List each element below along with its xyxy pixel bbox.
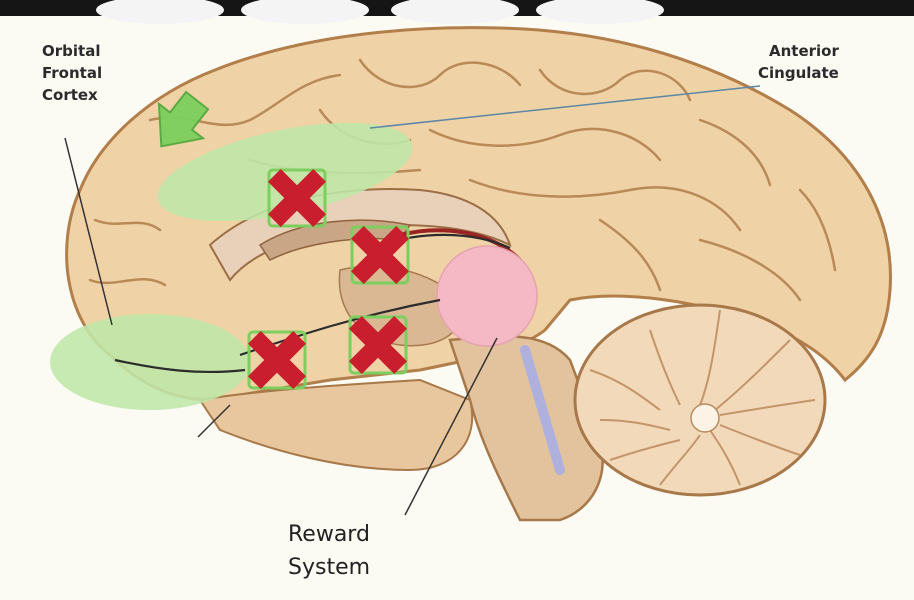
orbital-frontal-region bbox=[50, 314, 250, 410]
label-line: Frontal bbox=[42, 62, 102, 84]
label-line: Cingulate bbox=[758, 62, 839, 84]
label-line: Orbital bbox=[42, 40, 102, 62]
label-line: Reward bbox=[288, 518, 370, 551]
anterior-cingulate-label: Anterior Cingulate bbox=[758, 40, 839, 84]
reward-system-region bbox=[437, 246, 537, 346]
cerebellum bbox=[575, 305, 825, 495]
label-line: Cortex bbox=[42, 84, 102, 106]
reward-system-label: Reward System bbox=[288, 518, 370, 584]
label-line: Anterior bbox=[758, 40, 839, 62]
orbital-frontal-cortex-label: Orbital Frontal Cortex bbox=[42, 40, 102, 106]
label-line: System bbox=[288, 551, 370, 584]
